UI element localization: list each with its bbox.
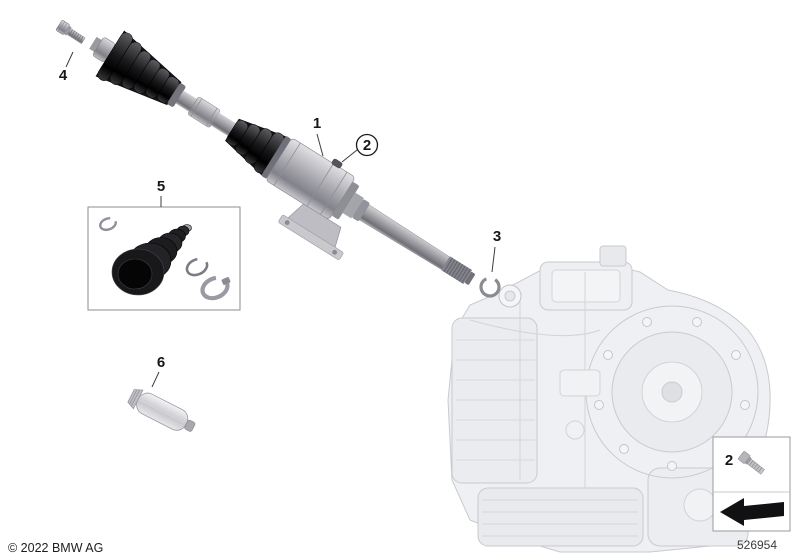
part-number-text: 526954 (737, 538, 777, 552)
collar-bolt-part (56, 20, 86, 45)
legend-number: 2 (725, 452, 733, 469)
callout-3[interactable]: 3 (493, 228, 501, 245)
repair-kit-box (87, 206, 241, 311)
legend-box: 2 (712, 436, 791, 532)
kit-boot-part (111, 224, 192, 296)
retaining-clip-part (331, 158, 343, 169)
bolt-icon (738, 451, 765, 475)
kit-circlip-part (185, 257, 209, 277)
inner-cv-boot (226, 119, 285, 174)
callout-2-label: 2 (363, 137, 371, 154)
callout-6[interactable]: 6 (157, 354, 165, 371)
outer-cv-boot (97, 32, 180, 104)
ref-arrow-icon (720, 498, 784, 526)
callout-4[interactable]: 4 (59, 67, 68, 84)
drive-shaft-part (89, 30, 475, 285)
callout-2[interactable]: 2 (355, 133, 379, 157)
callout-5[interactable]: 5 (157, 178, 165, 195)
copyright-text: © 2022 BMW AG (8, 541, 103, 555)
callouts-layer: 1 2 3 4 5 6 (59, 51, 501, 388)
snap-ring-part (479, 276, 501, 298)
callout-1[interactable]: 1 (313, 115, 321, 132)
grease-tube-part (127, 389, 196, 432)
kit-ring-part (99, 216, 117, 232)
